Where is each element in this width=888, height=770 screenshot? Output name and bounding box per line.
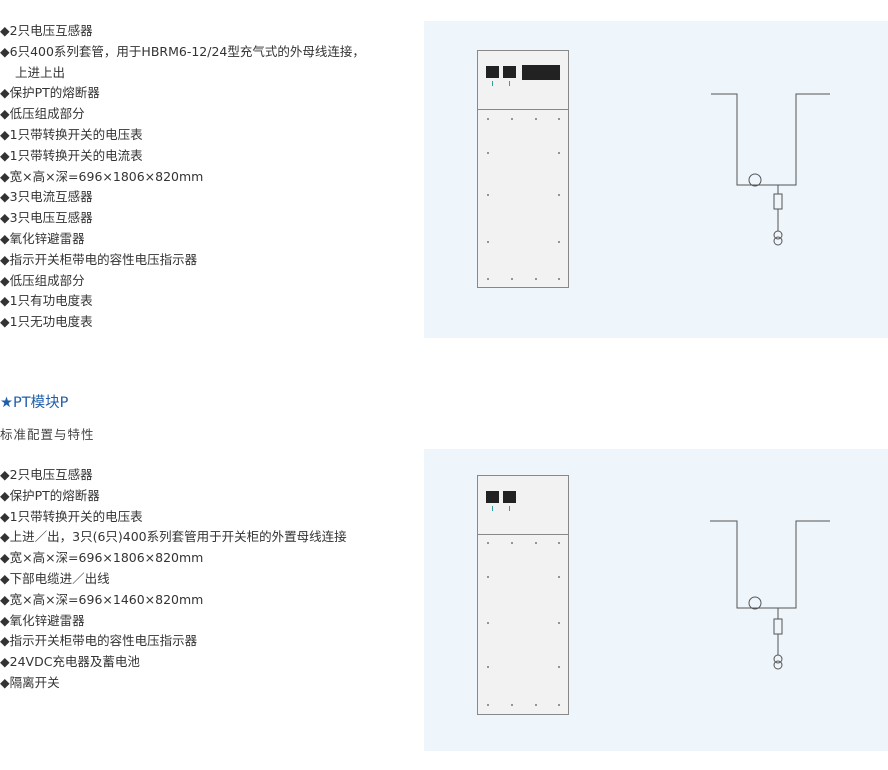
list-item-continuation: 上进上出: [15, 64, 66, 80]
current-transformer-icon: [748, 596, 762, 610]
section-title: ★PT模块P: [0, 395, 69, 411]
list-item: ◆1只带转换开关的电压表: [0, 126, 143, 142]
screw-icon: [511, 278, 513, 280]
screw-icon: [558, 622, 560, 624]
voltage-transformer-icon: [773, 654, 783, 664]
voltage-transformer-icon: [773, 230, 783, 240]
screw-icon: [535, 278, 537, 280]
indicator-mark: [492, 506, 493, 511]
meter-icon: [503, 491, 516, 503]
list-item: ◆下部电缆进／出线: [0, 570, 110, 586]
display-icon: [522, 65, 560, 80]
screw-icon: [558, 666, 560, 668]
voltage-transformer-icon: [773, 660, 783, 670]
current-transformer-icon: [748, 173, 762, 187]
voltage-transformer-icon: [773, 236, 783, 246]
list-item: ◆3只电流互感器: [0, 189, 93, 205]
list-item: ◆指示开关柜带电的容性电压指示器: [0, 633, 198, 649]
screw-icon: [558, 241, 560, 243]
indicator-mark: [492, 81, 493, 86]
list-item: ◆1只无功电度表: [0, 314, 93, 330]
meter-icon: [486, 491, 499, 503]
screw-icon: [487, 278, 489, 280]
list-item: ◆宽×高×深=696×1806×820mm: [0, 168, 204, 184]
cabinet-instrument-compartment: [478, 476, 568, 535]
list-item: 上进上出: [0, 63, 365, 84]
list-item: ◆氧化锌避雷器: [0, 612, 85, 628]
single-line-schematic: [710, 520, 830, 670]
meter-icon: [486, 66, 499, 78]
screw-icon: [487, 576, 489, 578]
screw-icon: [487, 666, 489, 668]
list-item: ◆1只有功电度表: [0, 293, 93, 309]
screw-icon: [487, 241, 489, 243]
indicator-mark: [509, 81, 510, 86]
list-item: ◆隔离开关: [0, 674, 60, 690]
meter-icon: [503, 66, 516, 78]
screw-icon: [487, 622, 489, 624]
list-item: ◆低压组成部分: [0, 106, 85, 122]
screw-icon: [511, 704, 513, 706]
cabinet-front-view: [477, 50, 569, 288]
screw-icon: [558, 704, 560, 706]
screw-icon: [487, 194, 489, 196]
screw-icon: [487, 152, 489, 154]
feature-list-1: ◆2只电压互感器 ◆6只400系列套管，用于HBRM6-12/24型充气式的外母…: [0, 21, 365, 333]
screw-icon: [487, 704, 489, 706]
list-item: ◆宽×高×深=696×1806×820mm: [0, 550, 204, 566]
cabinet-instrument-compartment: [478, 51, 568, 110]
list-item: ◆1只带转换开关的电流表: [0, 147, 143, 163]
list-item: ◆低压组成部分: [0, 272, 85, 288]
screw-icon: [487, 118, 489, 120]
screw-icon: [511, 118, 513, 120]
screw-icon: [487, 542, 489, 544]
list-item: ◆24VDC充电器及蓄电池: [0, 654, 140, 670]
screw-icon: [558, 152, 560, 154]
list-item: ◆保护PT的熔断器: [0, 85, 100, 101]
screw-icon: [535, 704, 537, 706]
fuse-icon: [773, 618, 783, 635]
screw-icon: [558, 576, 560, 578]
screw-icon: [558, 542, 560, 544]
section-subtitle: 标准配置与特性: [0, 427, 95, 442]
fuse-icon: [773, 193, 783, 210]
list-item: ◆3只电压互感器: [0, 210, 93, 226]
list-item: ◆保护PT的熔断器: [0, 487, 100, 503]
screw-icon: [558, 278, 560, 280]
list-item: ◆上进／出，3只(6只)400系列套管用于开关柜的外置母线连接: [0, 529, 347, 545]
busbar-line: [711, 93, 830, 186]
list-item: ◆1只带转换开关的电压表: [0, 508, 143, 524]
list-item: ◆2只电压互感器: [0, 23, 93, 38]
indicator-mark: [509, 506, 510, 511]
screw-icon: [558, 194, 560, 196]
screw-icon: [558, 118, 560, 120]
screw-icon: [535, 542, 537, 544]
single-line-schematic: [711, 93, 830, 246]
list-item: ◆6只400系列套管，用于HBRM6-12/24型充气式的外母线连接，: [0, 43, 365, 59]
cabinet-illustration-panel-1: [424, 21, 888, 338]
cabinet-front-view: [477, 475, 569, 715]
list-item: ◆指示开关柜带电的容性电压指示器: [0, 251, 198, 267]
list-item: ◆2只电压互感器: [0, 467, 93, 482]
feature-list-2: ◆2只电压互感器 ◆保护PT的熔断器 ◆1只带转换开关的电压表 ◆上进／出，3只…: [0, 465, 347, 694]
screw-icon: [511, 542, 513, 544]
list-item: ◆宽×高×深=696×1460×820mm: [0, 591, 204, 607]
cabinet-illustration-panel-2: [424, 449, 888, 751]
screw-icon: [535, 118, 537, 120]
list-item: ◆氧化锌避雷器: [0, 230, 85, 246]
busbar-line: [710, 520, 830, 609]
